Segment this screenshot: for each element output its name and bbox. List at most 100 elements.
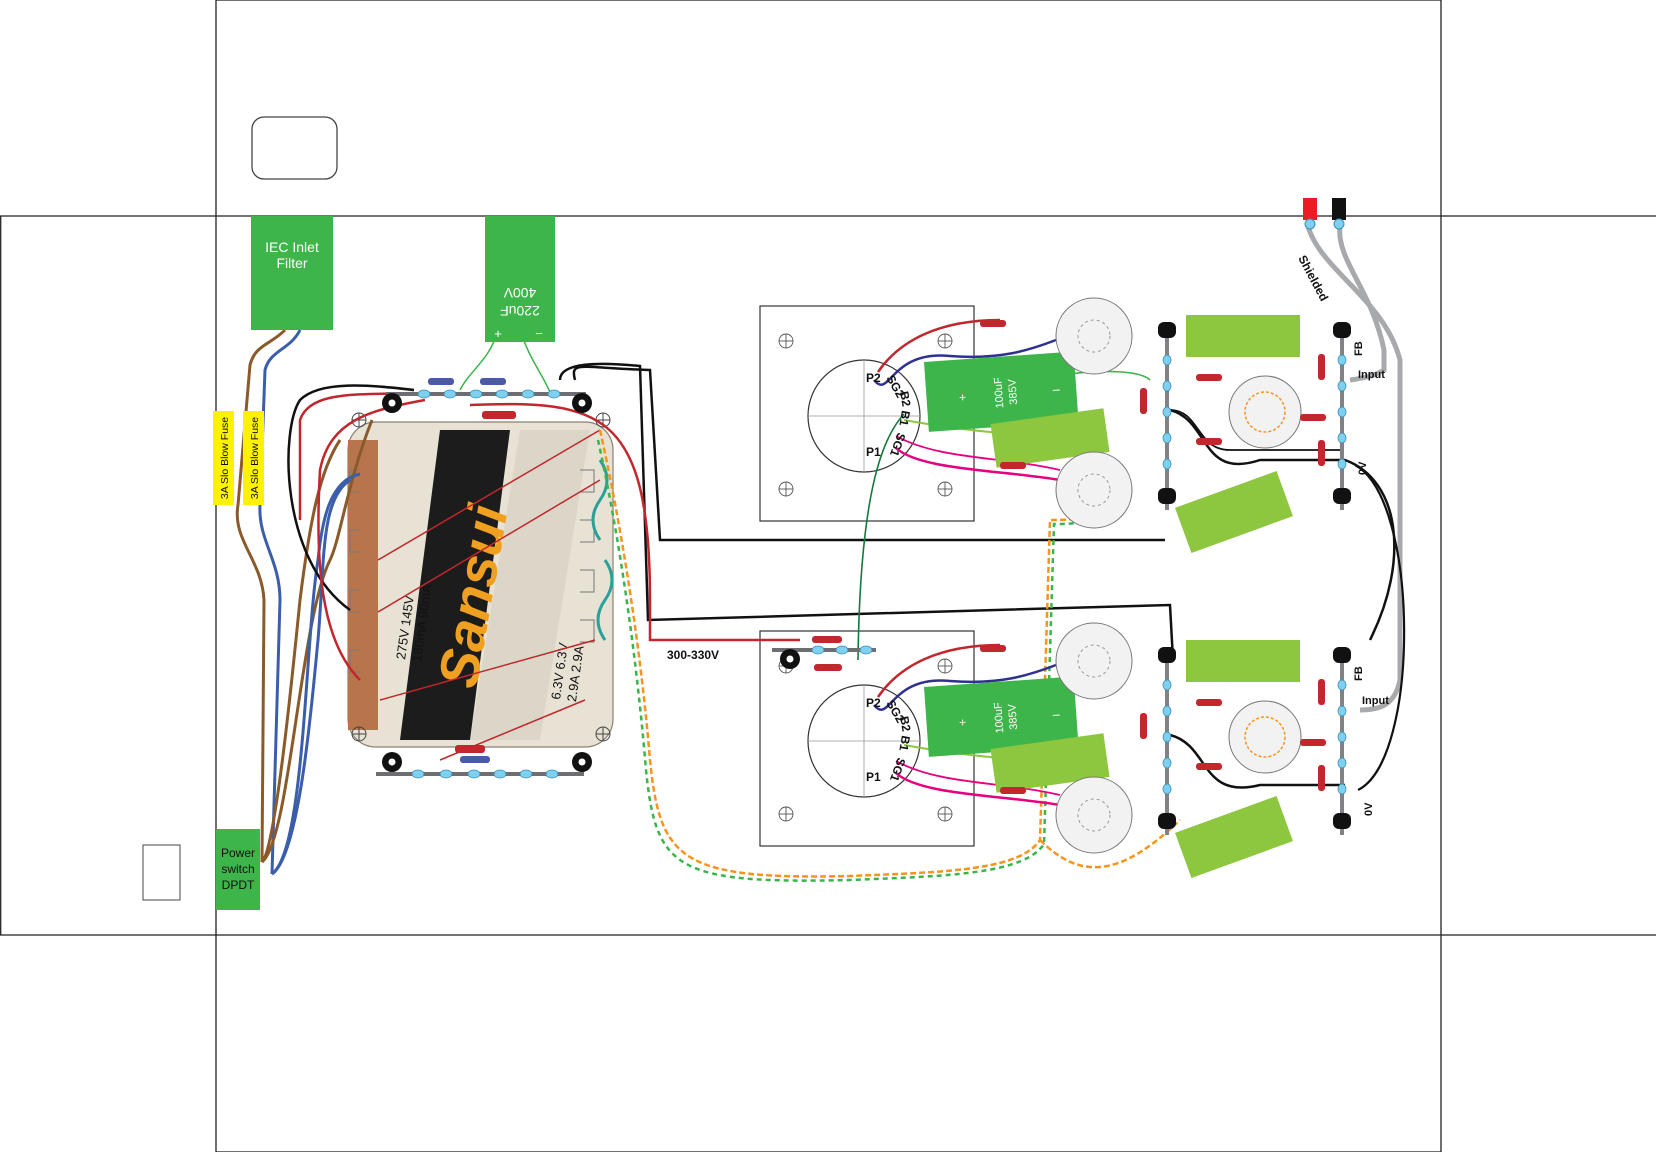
ch2-tube-socket-1 (1055, 622, 1133, 700)
ch1-cap-value: 100uF (992, 377, 1006, 409)
power-switch-line3: DPDT (222, 878, 255, 892)
fuse-2-label: 3A Slo Blow Fuse (249, 417, 261, 499)
main-filter-capacitor: 220uF 400V + − (485, 216, 555, 342)
ch1-tube-socket-2 (1055, 451, 1133, 529)
main-cap-value: 220uF (500, 303, 540, 319)
wire-heater-orange-2 (1039, 819, 1181, 869)
main-cap-plus: + (494, 326, 502, 341)
mains-wiring (235, 328, 374, 876)
ch1-coupling-cap-1 (1186, 315, 1300, 357)
input-jacks (1303, 198, 1346, 230)
ch2-tag-strips (980, 645, 1351, 835)
ch1-cap-voltage: 385V (1006, 378, 1020, 405)
wire-black-ch1-ground-2 (1169, 409, 1340, 451)
channel-1-filter-capacitor: + − 100uF 385V (924, 351, 1079, 432)
ch1-tag-strips (980, 320, 1351, 510)
channel-2-filter-capacitor: + − 100uF 385V (924, 676, 1079, 757)
wire-red-ps-3 (469, 402, 800, 642)
wire-red-ch1-p2 (876, 318, 1001, 373)
wire-brown-mains (235, 328, 287, 863)
ot1-pin-p2: P2 (866, 371, 881, 385)
wire-pink-ch1-sg1 (895, 435, 1061, 471)
ch2-cap-value: 100uF (992, 702, 1006, 734)
ot1-pin-p1: P1 (866, 445, 881, 459)
ch1-coupling-cap-2 (990, 408, 1110, 468)
ch2-driver-socket (1228, 700, 1302, 774)
wire-black-ps-1 (287, 384, 415, 612)
ot2-pin-p1: P1 (866, 770, 881, 784)
main-cap-minus: − (535, 326, 543, 341)
tag-strip-bplus (772, 636, 876, 671)
ch2-coupling-cap-2 (990, 733, 1110, 793)
power-switch-dpdt[interactable]: Power switch DPDT (216, 829, 260, 910)
wire-dkgreen-ch1 (857, 413, 905, 661)
ot1-pin-b1: B1 (896, 409, 913, 427)
rear-small-cutout (142, 844, 181, 901)
tag-strip-upper (382, 378, 592, 419)
wire-heater-green (596, 439, 1105, 882)
ch1-input-label: Input (1358, 369, 1385, 381)
b-plus-voltage-label: 300-330V (667, 648, 719, 662)
tag-strip-lower (376, 745, 592, 779)
ch2-ground-label: 0V (1363, 802, 1375, 816)
power-switch-line2: switch (221, 862, 254, 876)
ch1-fb-label: FB (1353, 341, 1365, 356)
ch2-input-label: Input (1362, 695, 1389, 707)
iec-inlet-label-line1: IEC Inlet (265, 239, 319, 255)
iec-inlet-label-line2: Filter (276, 255, 307, 271)
wire-black-ps-2 (572, 365, 1165, 542)
power-switch-line1: Power (221, 846, 255, 860)
power-transformer: Sansui 275V 145V 180mA 90mA 6.3V 6.3V 2.… (347, 412, 614, 748)
wire-blue-switch (270, 472, 361, 876)
ch1-cap-plus: + (959, 390, 967, 404)
wire-shielded-1 (1305, 225, 1403, 713)
wire-red-transformer-2 (377, 429, 601, 561)
ch1-tube-socket-1 (1055, 297, 1133, 375)
ch1-coupling-cap-3 (1175, 470, 1293, 554)
ch2-cap-minus: − (1052, 707, 1061, 724)
wire-pink-ch2-p1 (895, 772, 1061, 807)
ot2-pin-b1: B1 (896, 734, 913, 752)
input-jack-black (1332, 198, 1346, 220)
ch2-coupling-cap-1 (1186, 640, 1300, 682)
ch2-cap-voltage: 385V (1006, 703, 1020, 730)
wire-blue-switch-2 (271, 478, 351, 876)
wire-shielded-2 (1337, 225, 1387, 383)
wire-black-ps-3 (558, 362, 1175, 661)
ch2-coupling-cap-3 (1175, 795, 1293, 879)
wire-red-transformer-1 (377, 479, 601, 613)
heater-wiring (596, 429, 1181, 882)
ot2-pin-b2: B2 (897, 715, 914, 733)
ch2-fb-label: FB (1353, 666, 1365, 681)
wire-red-ch2-p2 (876, 643, 1001, 698)
iec-inlet-filter[interactable]: IEC Inlet Filter (251, 216, 333, 330)
ch2-cap-plus: + (959, 715, 967, 729)
wire-red-transformer-3 (379, 639, 596, 701)
power-supply-wiring (287, 329, 1175, 761)
wire-navy-ch2 (873, 663, 1057, 711)
fuse-1-label: 3A Slo Blow Fuse (219, 417, 231, 499)
ot1-pin-b2: B2 (897, 390, 914, 408)
wire-black-ch2-ground (1169, 733, 1345, 789)
main-cap-voltage: 400V (503, 285, 536, 301)
wire-black-output (1354, 464, 1406, 791)
wire-green-ch1-fb (1069, 370, 1151, 381)
ch1-ground-label: 0V (1357, 461, 1369, 475)
wire-black-ch1-ground (1169, 408, 1396, 641)
wire-brown-switch-2 (260, 439, 342, 864)
wire-navy-ch1 (873, 338, 1057, 386)
wire-pink-ch2-sg1 (895, 760, 1061, 796)
ot2-pin-p2: P2 (866, 696, 881, 710)
ch1-driver-socket (1228, 375, 1302, 449)
front-panel-cutout (251, 116, 338, 180)
wire-pink-ch1-p1 (895, 447, 1061, 482)
fuse-1[interactable]: 3A Slo Blow Fuse (213, 411, 234, 505)
wire-red-ps-2 (317, 398, 426, 681)
signal-wiring (1305, 225, 1406, 791)
ch1-cap-minus: − (1052, 382, 1061, 399)
input-jack-red (1303, 198, 1317, 220)
fuse-2[interactable]: 3A Slo Blow Fuse (243, 411, 264, 505)
wire-blue-mains (258, 329, 302, 875)
